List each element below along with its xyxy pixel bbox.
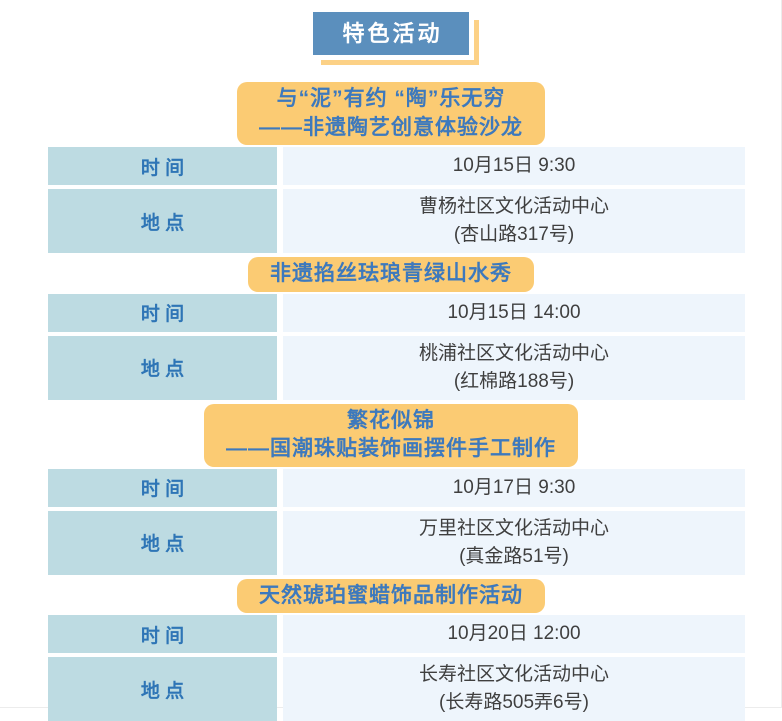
- time-row: 时 间 10月15日 9:30: [48, 147, 745, 186]
- location-label: 地 点: [48, 189, 277, 254]
- event-title: 天然琥珀蜜蜡饰品制作活动: [237, 578, 545, 614]
- time-value: 10月15日 14:00: [283, 293, 745, 332]
- time-value: 10月20日 12:00: [283, 615, 745, 654]
- venue-address: (杏山路317号): [453, 224, 575, 246]
- event-title-line2: ——非遗陶艺创意体验沙龙: [259, 115, 523, 139]
- time-row: 时 间 10月15日 14:00: [48, 293, 745, 332]
- location-value: 曹杨社区文化活动中心 (杏山路317号): [283, 189, 745, 254]
- time-value: 10月17日 9:30: [283, 468, 745, 507]
- time-row: 时 间 10月17日 9:30: [48, 468, 745, 507]
- location-row: 地 点 长寿社区文化活动中心 (长寿路505弄6号): [48, 657, 745, 721]
- event-title: 繁花似锦 ——国潮珠贴装饰画摆件手工制作: [204, 403, 578, 467]
- venue-address: (长寿路505弄6号): [439, 692, 589, 714]
- location-row: 地 点 曹杨社区文化活动中心 (杏山路317号): [48, 189, 745, 254]
- venue-name: 万里社区文化活动中心: [418, 517, 609, 539]
- event-title: 非遗掐丝珐琅青绿山水秀: [248, 257, 534, 292]
- location-label: 地 点: [48, 510, 277, 575]
- event-card-3: 繁花似锦 ——国潮珠贴装饰画摆件手工制作 时 间 10月17日 9:30 地 点 …: [0, 403, 782, 575]
- event-title-line1: 天然琥珀蜜蜡饰品制作活动: [259, 583, 523, 607]
- venue-address: (红棉路188号): [453, 370, 575, 392]
- event-title-line1: 与“泥”有约 “陶”乐无穷: [276, 87, 506, 110]
- location-row: 地 点 桃浦社区文化活动中心 (红棉路188号): [48, 335, 745, 400]
- venue-name: 长寿社区文化活动中心: [418, 664, 609, 686]
- time-value: 10月15日 9:30: [283, 147, 745, 186]
- event-title: 与“泥”有约 “陶”乐无穷 ——非遗陶艺创意体验沙龙: [237, 82, 545, 146]
- time-row: 时 间 10月20日 12:00: [48, 615, 745, 654]
- page-title-badge: 特色活动: [313, 12, 479, 65]
- page-header: 特色活动: [0, 12, 782, 65]
- event-card-1: 与“泥”有约 “陶”乐无穷 ——非遗陶艺创意体验沙龙 时 间 10月15日 9:3…: [0, 82, 782, 254]
- event-card-4: 天然琥珀蜜蜡饰品制作活动 时 间 10月20日 12:00 地 点 长寿社区文化…: [0, 578, 782, 721]
- event-title-line2: ——国潮珠贴装饰画摆件手工制作: [226, 437, 556, 461]
- location-label: 地 点: [48, 335, 277, 400]
- event-title-line1: 繁花似锦: [347, 408, 435, 432]
- time-label: 时 间: [48, 293, 277, 332]
- time-label: 时 间: [48, 615, 277, 654]
- location-row: 地 点 万里社区文化活动中心 (真金路51号): [48, 510, 745, 575]
- event-card-2: 非遗掐丝珐琅青绿山水秀 时 间 10月15日 14:00 地 点 桃浦社区文化活…: [0, 257, 782, 400]
- venue-address: (真金路51号): [459, 545, 569, 567]
- venue-name: 桃浦社区文化活动中心: [418, 342, 609, 364]
- location-value: 万里社区文化活动中心 (真金路51号): [283, 510, 745, 575]
- location-value: 长寿社区文化活动中心 (长寿路505弄6号): [283, 657, 745, 721]
- location-label: 地 点: [48, 657, 277, 721]
- event-title-line1: 非遗掐丝珐琅青绿山水秀: [270, 262, 512, 286]
- time-label: 时 间: [48, 147, 277, 186]
- venue-name: 曹杨社区文化活动中心: [418, 196, 609, 218]
- time-label: 时 间: [48, 468, 277, 507]
- location-value: 桃浦社区文化活动中心 (红棉路188号): [283, 335, 745, 400]
